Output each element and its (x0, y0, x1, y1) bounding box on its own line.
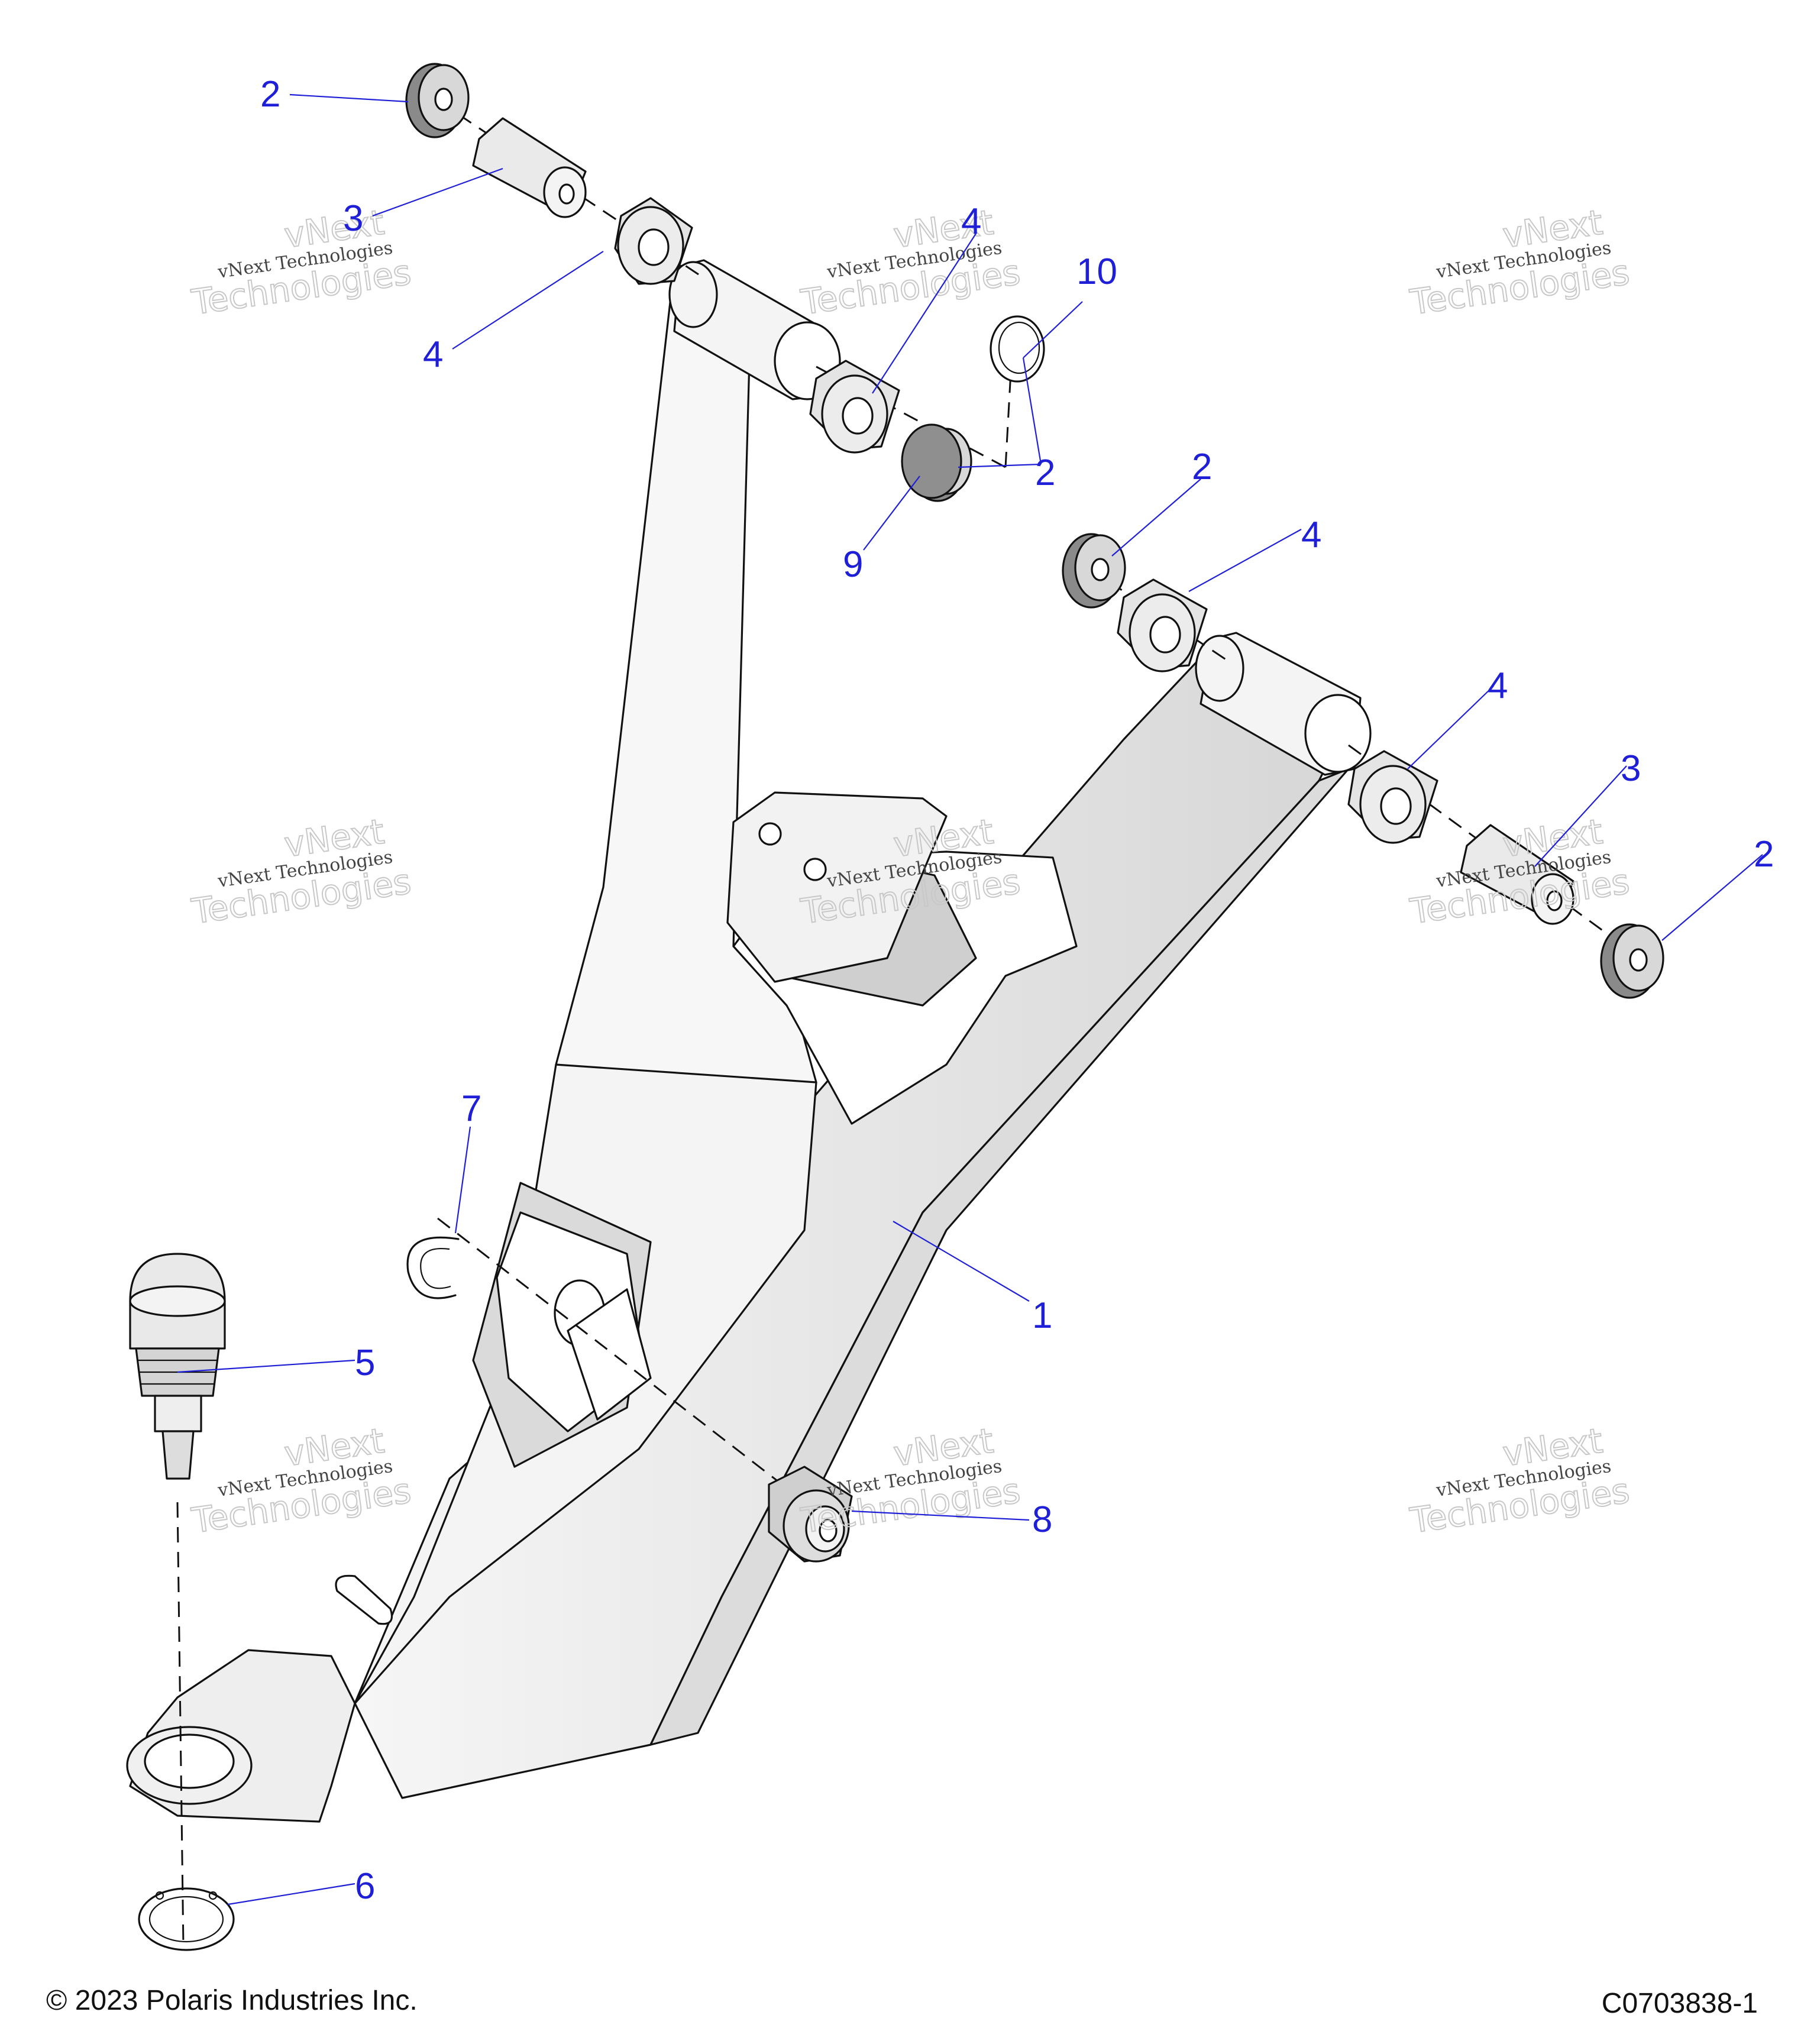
bumper-washer-top-left (405, 63, 470, 138)
copyright-text: © 2023 Polaris Industries Inc. (46, 1985, 418, 2016)
watermark: vNext Technologies vNext Technologies (1407, 811, 1632, 933)
watermarks: vNext Technologies vNext Technologies vN… (189, 202, 1632, 1542)
callout-item-4: 4 (1301, 515, 1321, 555)
bumper-washer-right (1600, 923, 1664, 999)
snap-ring-lower (138, 1887, 235, 1951)
watermark: vNext Technologies vNext Technologies (1407, 1420, 1632, 1542)
bushing-right (1347, 750, 1438, 844)
callout-item-9: 9 (843, 544, 863, 585)
watermark: vNext Technologies vNext Technologies (798, 811, 1023, 933)
callout-item-2: 2 (1035, 452, 1055, 493)
callout-item-4: 4 (1488, 665, 1508, 706)
rear-pivot-tube (1195, 632, 1372, 776)
bumper-washer-rear-top (1062, 533, 1126, 609)
callout-item-3: 3 (1621, 748, 1641, 789)
callout-labels: 2 3 4 4 10 2 9 2 4 4 3 2 1 5 6 7 8 (260, 74, 1774, 1907)
callout-item-4: 4 (961, 201, 981, 242)
callout-item-7: 7 (461, 1088, 481, 1129)
ball-joint (129, 1253, 226, 1480)
watermark: vNext Technologies vNext Technologies (189, 1420, 414, 1542)
diagram-code: C0703838-1 (1601, 1988, 1758, 2019)
callout-item-4: 4 (423, 334, 443, 375)
callout-item-2: 2 (260, 74, 280, 115)
callout-item-6: 6 (355, 1866, 375, 1907)
a-arm (126, 265, 1356, 1823)
watermark: vNext Technologies vNext Technologies (798, 202, 1023, 324)
bushing-top-left (614, 197, 693, 285)
sleeve-top (472, 117, 587, 218)
sleeve-right (1460, 824, 1574, 925)
watermark: vNext Technologies vNext Technologies (189, 202, 414, 324)
watermark: vNext Technologies vNext Technologies (189, 811, 414, 933)
front-pivot-tube (668, 259, 841, 400)
leader-lines (177, 93, 1763, 1906)
callout-item-1: 1 (1032, 1295, 1052, 1336)
callout-item-2: 2 (1192, 447, 1212, 487)
bushing-mid (809, 360, 900, 454)
callout-item-3: 3 (343, 198, 363, 239)
callout-item-2: 2 (1754, 834, 1774, 875)
callout-item-8: 8 (1032, 1499, 1052, 1540)
thin-washer (990, 315, 1045, 383)
watermark: vNext Technologies vNext Technologies (1407, 202, 1632, 324)
callout-item-5: 5 (355, 1343, 375, 1383)
bushing-rear-top (1117, 578, 1208, 672)
callout-item-10: 10 (1076, 251, 1117, 292)
pivot-bushing (768, 1466, 853, 1563)
circlip (406, 1236, 460, 1299)
